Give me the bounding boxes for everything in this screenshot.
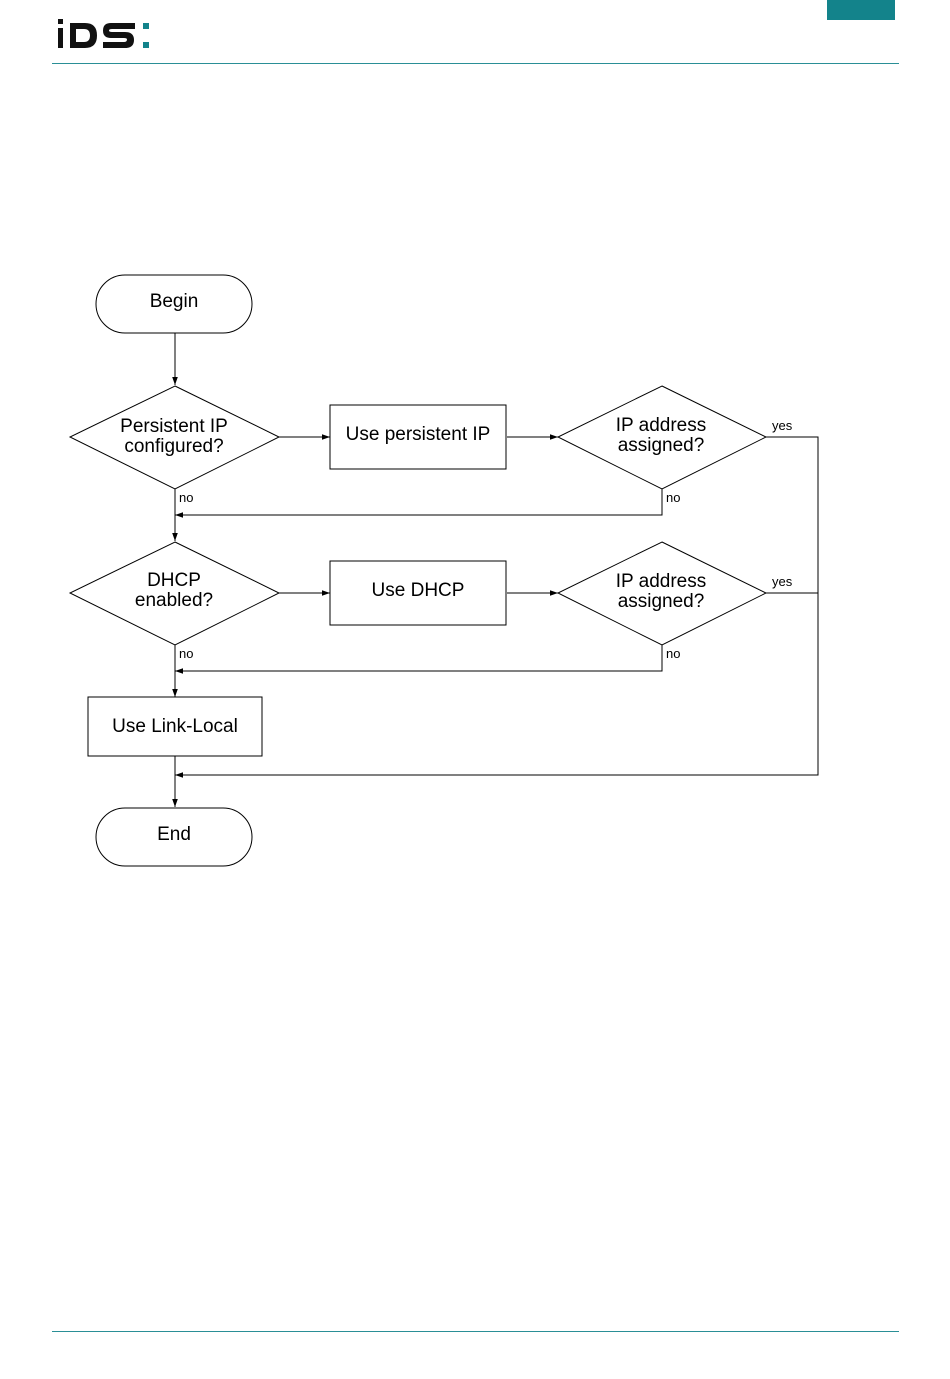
decision-ip-assigned-1: IP address assigned? xyxy=(558,386,766,489)
label-assigned-2-no: no xyxy=(666,646,680,661)
decision-assigned-1-line1: IP address xyxy=(616,415,706,436)
label-dhcp-no: no xyxy=(179,646,193,661)
process-linklocal-label: Use Link-Local xyxy=(112,716,238,737)
end-terminator: End xyxy=(96,808,252,866)
decision-dhcp-line1: DHCP xyxy=(147,570,201,591)
decision-persistent-line1: Persistent IP xyxy=(120,416,228,437)
process-dhcp-label: Use DHCP xyxy=(372,580,465,601)
process-persistent-label: Use persistent IP xyxy=(346,424,491,445)
process-use-link-local: Use Link-Local xyxy=(88,697,262,756)
footer-divider xyxy=(52,1331,899,1332)
end-label: End xyxy=(157,824,191,845)
decision-dhcp-line2: enabled? xyxy=(135,590,213,611)
decision-persistent-line2: configured? xyxy=(124,436,223,457)
label-persistent-no: no xyxy=(179,490,193,505)
label-assigned-1-no: no xyxy=(666,490,680,505)
connector-assigned-2-no xyxy=(175,645,662,671)
connector-assigned-1-no xyxy=(175,489,662,515)
decision-assigned-2-line2: assigned? xyxy=(618,591,705,612)
decision-ip-assigned-2: IP address assigned? xyxy=(558,542,766,645)
begin-terminator: Begin xyxy=(96,275,252,333)
label-assigned-2-yes: yes xyxy=(772,574,793,589)
label-assigned-1-yes: yes xyxy=(772,418,793,433)
process-use-persistent-ip: Use persistent IP xyxy=(330,405,506,469)
decision-dhcp-enabled: DHCP enabled? xyxy=(70,542,279,645)
decision-persistent-ip: Persistent IP configured? xyxy=(70,386,279,489)
begin-label: Begin xyxy=(150,291,199,312)
decision-assigned-1-line2: assigned? xyxy=(618,435,705,456)
process-use-dhcp: Use DHCP xyxy=(330,561,506,625)
decision-assigned-2-line1: IP address xyxy=(616,571,706,592)
